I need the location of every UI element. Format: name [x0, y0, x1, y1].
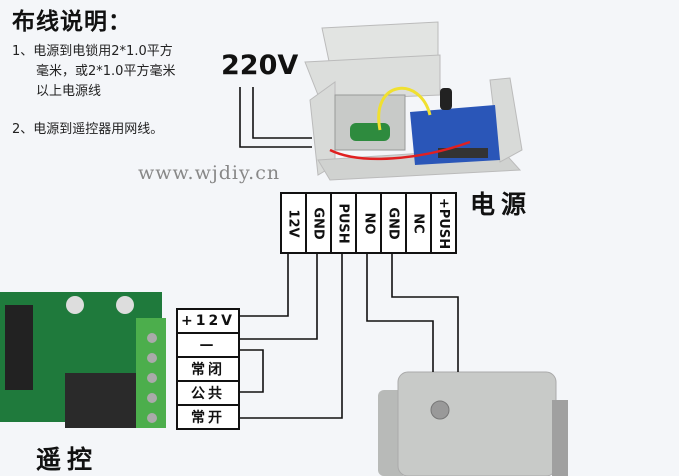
page-title: 布线说明：	[12, 9, 132, 35]
terminal-no: NO	[357, 194, 382, 252]
note-1: 1、电源到电锁用2*1.0平方 毫米，或2*1.0平方毫米 以上电源线	[12, 42, 175, 102]
watermark: www.wjdiy.cn	[138, 162, 281, 184]
note-2: 2、电源到遥控器用网线。	[12, 120, 163, 140]
terminal-12v: 12V	[282, 194, 307, 252]
remote-terminal-no: 常开	[191, 410, 225, 426]
remote-terminal-com: 公共	[178, 382, 238, 406]
electric-lock-photo	[378, 371, 568, 476]
note-text: 以上电源线	[36, 84, 102, 99]
note-text: 电源到电锁用2*1.0平方	[33, 44, 173, 59]
terminal-plus-push: +PUSH	[436, 197, 452, 249]
terminal-push: PUSH	[332, 194, 357, 252]
voltage-label: 220V	[221, 50, 299, 81]
terminal-nc: NC	[407, 194, 432, 252]
note-text: 电源到遥控器用网线。	[33, 122, 164, 137]
power-supply-label: 电源	[470, 190, 533, 219]
terminal-gnd-2: GND	[382, 194, 407, 252]
terminal-gnd: GND	[307, 194, 332, 252]
remote-terminal-block: +12V — 常闭 公共 常开	[176, 308, 240, 430]
remote-board-photo	[0, 292, 166, 428]
power-terminal-block: 12V GND PUSH NO GND NC +PUSH	[280, 192, 457, 254]
note-number: 1、	[12, 44, 34, 59]
remote-terminal-12v: +12V	[178, 310, 238, 334]
remote-terminal-nc: 常闭	[178, 358, 238, 382]
remote-terminal-negative: —	[178, 334, 238, 358]
remote-label: 遥控	[36, 445, 99, 474]
wires	[238, 87, 459, 419]
note-text: 毫米，或2*1.0平方毫米	[36, 64, 176, 79]
note-number: 2、	[12, 122, 34, 137]
power-supply-photo	[304, 21, 523, 181]
